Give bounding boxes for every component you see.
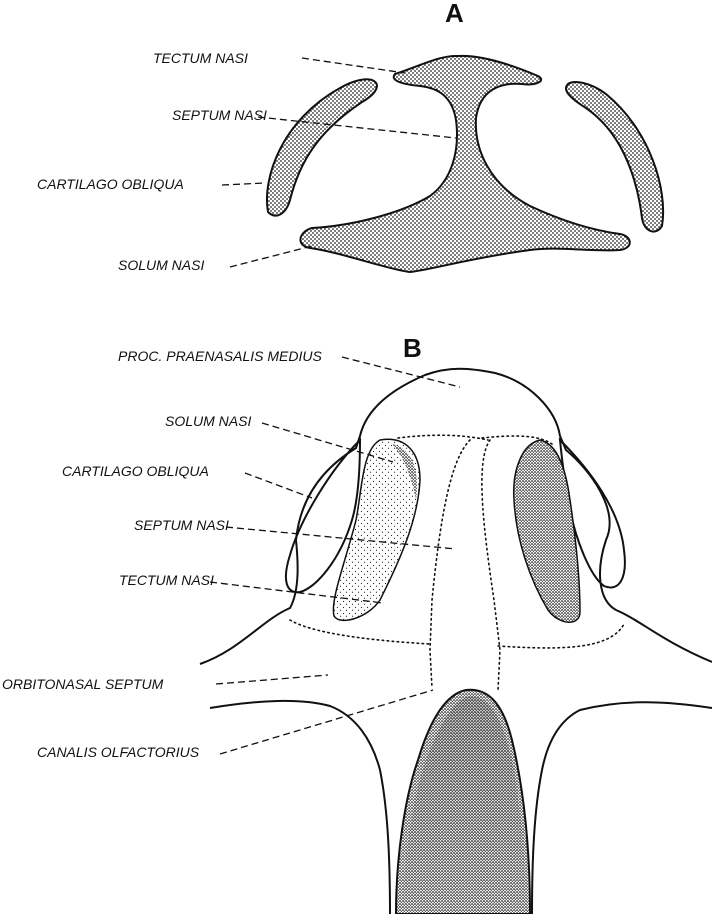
head-outline (200, 369, 712, 664)
label-b-orbitonasal-septum: ORBITONASAL SEPTUM (2, 676, 164, 692)
label-a-tectum-nasi: TECTUM NASI (153, 50, 248, 66)
b-right-lower-wall (532, 702, 712, 914)
label-b-proc-praenasalis-medius: PROC. PRAENASALIS MEDIUS (118, 348, 322, 364)
label-b-tectum-nasi: TECTUM NASI (119, 572, 214, 588)
label-a-cartilago-obliqua: CARTILAGO OBLIQUA (37, 176, 184, 192)
b-left-lower-wall (210, 701, 390, 914)
leader-a-solum-nasi (230, 246, 312, 267)
label-b-solum-nasi: SOLUM NASI (165, 413, 251, 429)
label-b-cartilago-obliqua: CARTILAGO OBLIQUA (62, 463, 209, 479)
label-a-solum-nasi: SOLUM NASI (118, 257, 204, 273)
panel-a-diagram (267, 56, 663, 272)
leader-a-tectum-nasi (302, 58, 405, 73)
b-right-solum-nasi (514, 440, 580, 622)
leader-b-solum-nasi (262, 423, 393, 462)
panel-a-letter: A (445, 0, 464, 28)
panel-b-letter: B (403, 333, 422, 363)
leader-b-orbitonasal-septum (216, 675, 328, 684)
left-oblique-cartilage (267, 79, 377, 215)
label-b-canalis-olfactorius: CANALIS OLFACTORIUS (37, 744, 200, 760)
right-oblique-cartilage (566, 82, 663, 231)
leader-b-proc-praenasalis-medius (342, 357, 460, 387)
leader-b-cartilago-obliqua (245, 473, 312, 498)
label-b-septum-nasi: SEPTUM NASI (134, 517, 229, 533)
label-a-septum-nasi: SEPTUM NASI (172, 107, 267, 123)
panel-b-diagram (200, 369, 712, 914)
leader-a-cartilago-obliqua (222, 183, 265, 185)
leader-b-canalis-olfactorius (220, 690, 433, 754)
